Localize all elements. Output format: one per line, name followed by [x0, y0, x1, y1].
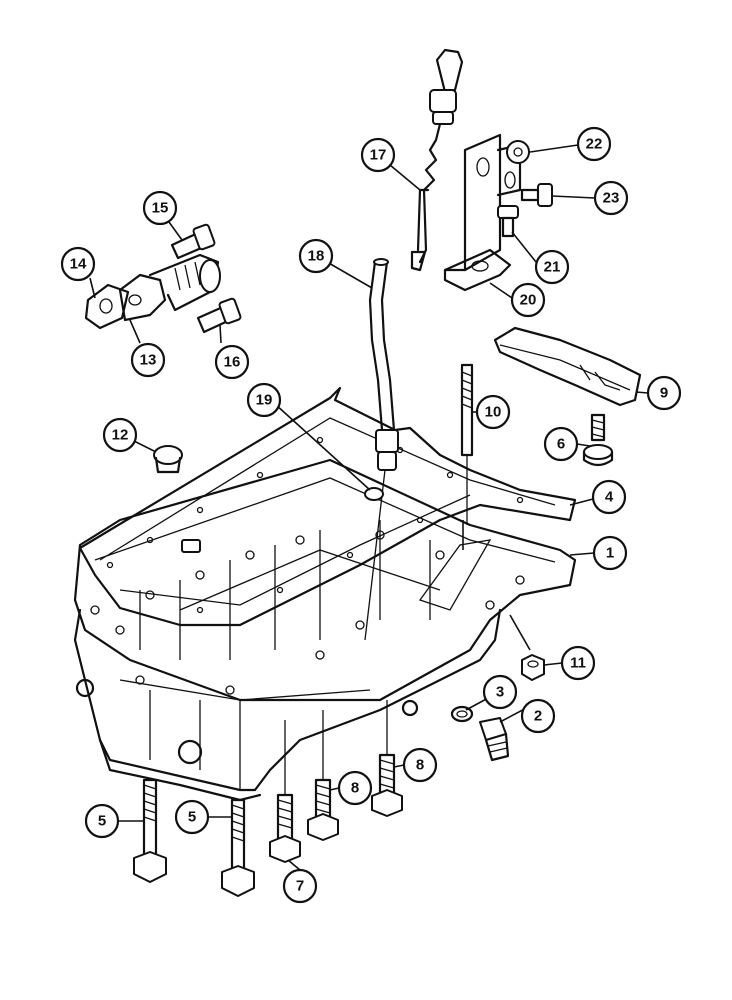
callout-label: 19 [256, 392, 273, 409]
callout-21: 21 [534, 249, 570, 285]
callout-label: 3 [496, 684, 504, 701]
clip-22 [506, 140, 530, 164]
callout-label: 6 [557, 436, 565, 453]
bolt-8-left [307, 710, 339, 841]
bolt-23 [520, 183, 553, 207]
bolt-15 [170, 223, 216, 260]
bolt-8-right [371, 700, 403, 817]
callout-2: 2 [520, 698, 556, 734]
callout-13: 13 [130, 342, 166, 378]
callout-16: 16 [214, 344, 250, 380]
callout-4: 4 [591, 479, 627, 515]
callout-label: 17 [370, 147, 387, 164]
callout-label: 11 [570, 655, 586, 672]
callout-label: 7 [296, 878, 304, 895]
callout-8-right: 8 [402, 747, 438, 783]
callout-label: 23 [603, 190, 620, 207]
callout-12: 12 [102, 417, 138, 453]
bolt-21 [497, 205, 519, 238]
oil-pan-gasket [78, 386, 577, 627]
callout-label: 22 [586, 136, 603, 153]
windage-baffle [493, 326, 642, 407]
bolt-6 [582, 413, 614, 467]
oil-dipstick [410, 48, 464, 272]
callout-7: 7 [282, 868, 318, 904]
dipstick-tube [364, 258, 399, 641]
callout-label: 8 [351, 780, 359, 797]
callout-5-right: 5 [174, 799, 210, 835]
plug-12 [153, 445, 201, 553]
callout-8-left: 8 [337, 770, 373, 806]
callout-label: 20 [520, 292, 537, 309]
bolt-5-right [221, 798, 255, 897]
callout-17: 17 [360, 137, 396, 173]
drain-plug [479, 717, 510, 762]
callout-19: 19 [246, 382, 282, 418]
callout-18: 18 [298, 238, 334, 274]
oil-pan [73, 458, 577, 802]
callout-label: 9 [660, 385, 668, 402]
callout-label: 18 [308, 248, 325, 265]
callout-label: 12 [112, 427, 129, 444]
bolt-5-left [133, 778, 167, 883]
nut-11 [521, 654, 545, 681]
callout-20: 20 [510, 282, 546, 318]
callout-label: 15 [152, 200, 169, 217]
callout-1: 1 [592, 535, 628, 571]
callout-label: 1 [606, 545, 614, 562]
pickup-tube-gasket [84, 283, 130, 330]
callout-label: 16 [224, 354, 241, 371]
callout-14: 14 [60, 246, 96, 282]
callout-label: 2 [534, 708, 542, 725]
drain-plug-washer [450, 705, 474, 723]
callout-label: 10 [485, 404, 502, 421]
callout-label: 5 [98, 813, 106, 830]
callout-10: 10 [475, 394, 511, 430]
bolt-7 [269, 720, 301, 863]
callout-label: 14 [70, 256, 87, 273]
callout-6: 6 [543, 426, 579, 462]
callout-label: 8 [416, 757, 424, 774]
callout-label: 21 [544, 259, 561, 276]
oil-pickup-tube [118, 253, 221, 322]
callout-9: 9 [646, 375, 682, 411]
callout-label: 13 [140, 352, 157, 369]
callout-22: 22 [576, 126, 612, 162]
callout-3: 3 [482, 674, 518, 710]
callout-23: 23 [593, 180, 629, 216]
callout-label: 4 [605, 489, 614, 506]
washer-19 [364, 487, 384, 501]
stud [460, 363, 474, 525]
callout-label: 5 [188, 809, 196, 826]
leader-lines [89, 144, 649, 871]
callout-11: 11 [560, 645, 596, 681]
callout-5-left: 5 [84, 803, 120, 839]
bolt-16 [196, 297, 242, 334]
callout-15: 15 [142, 190, 178, 226]
